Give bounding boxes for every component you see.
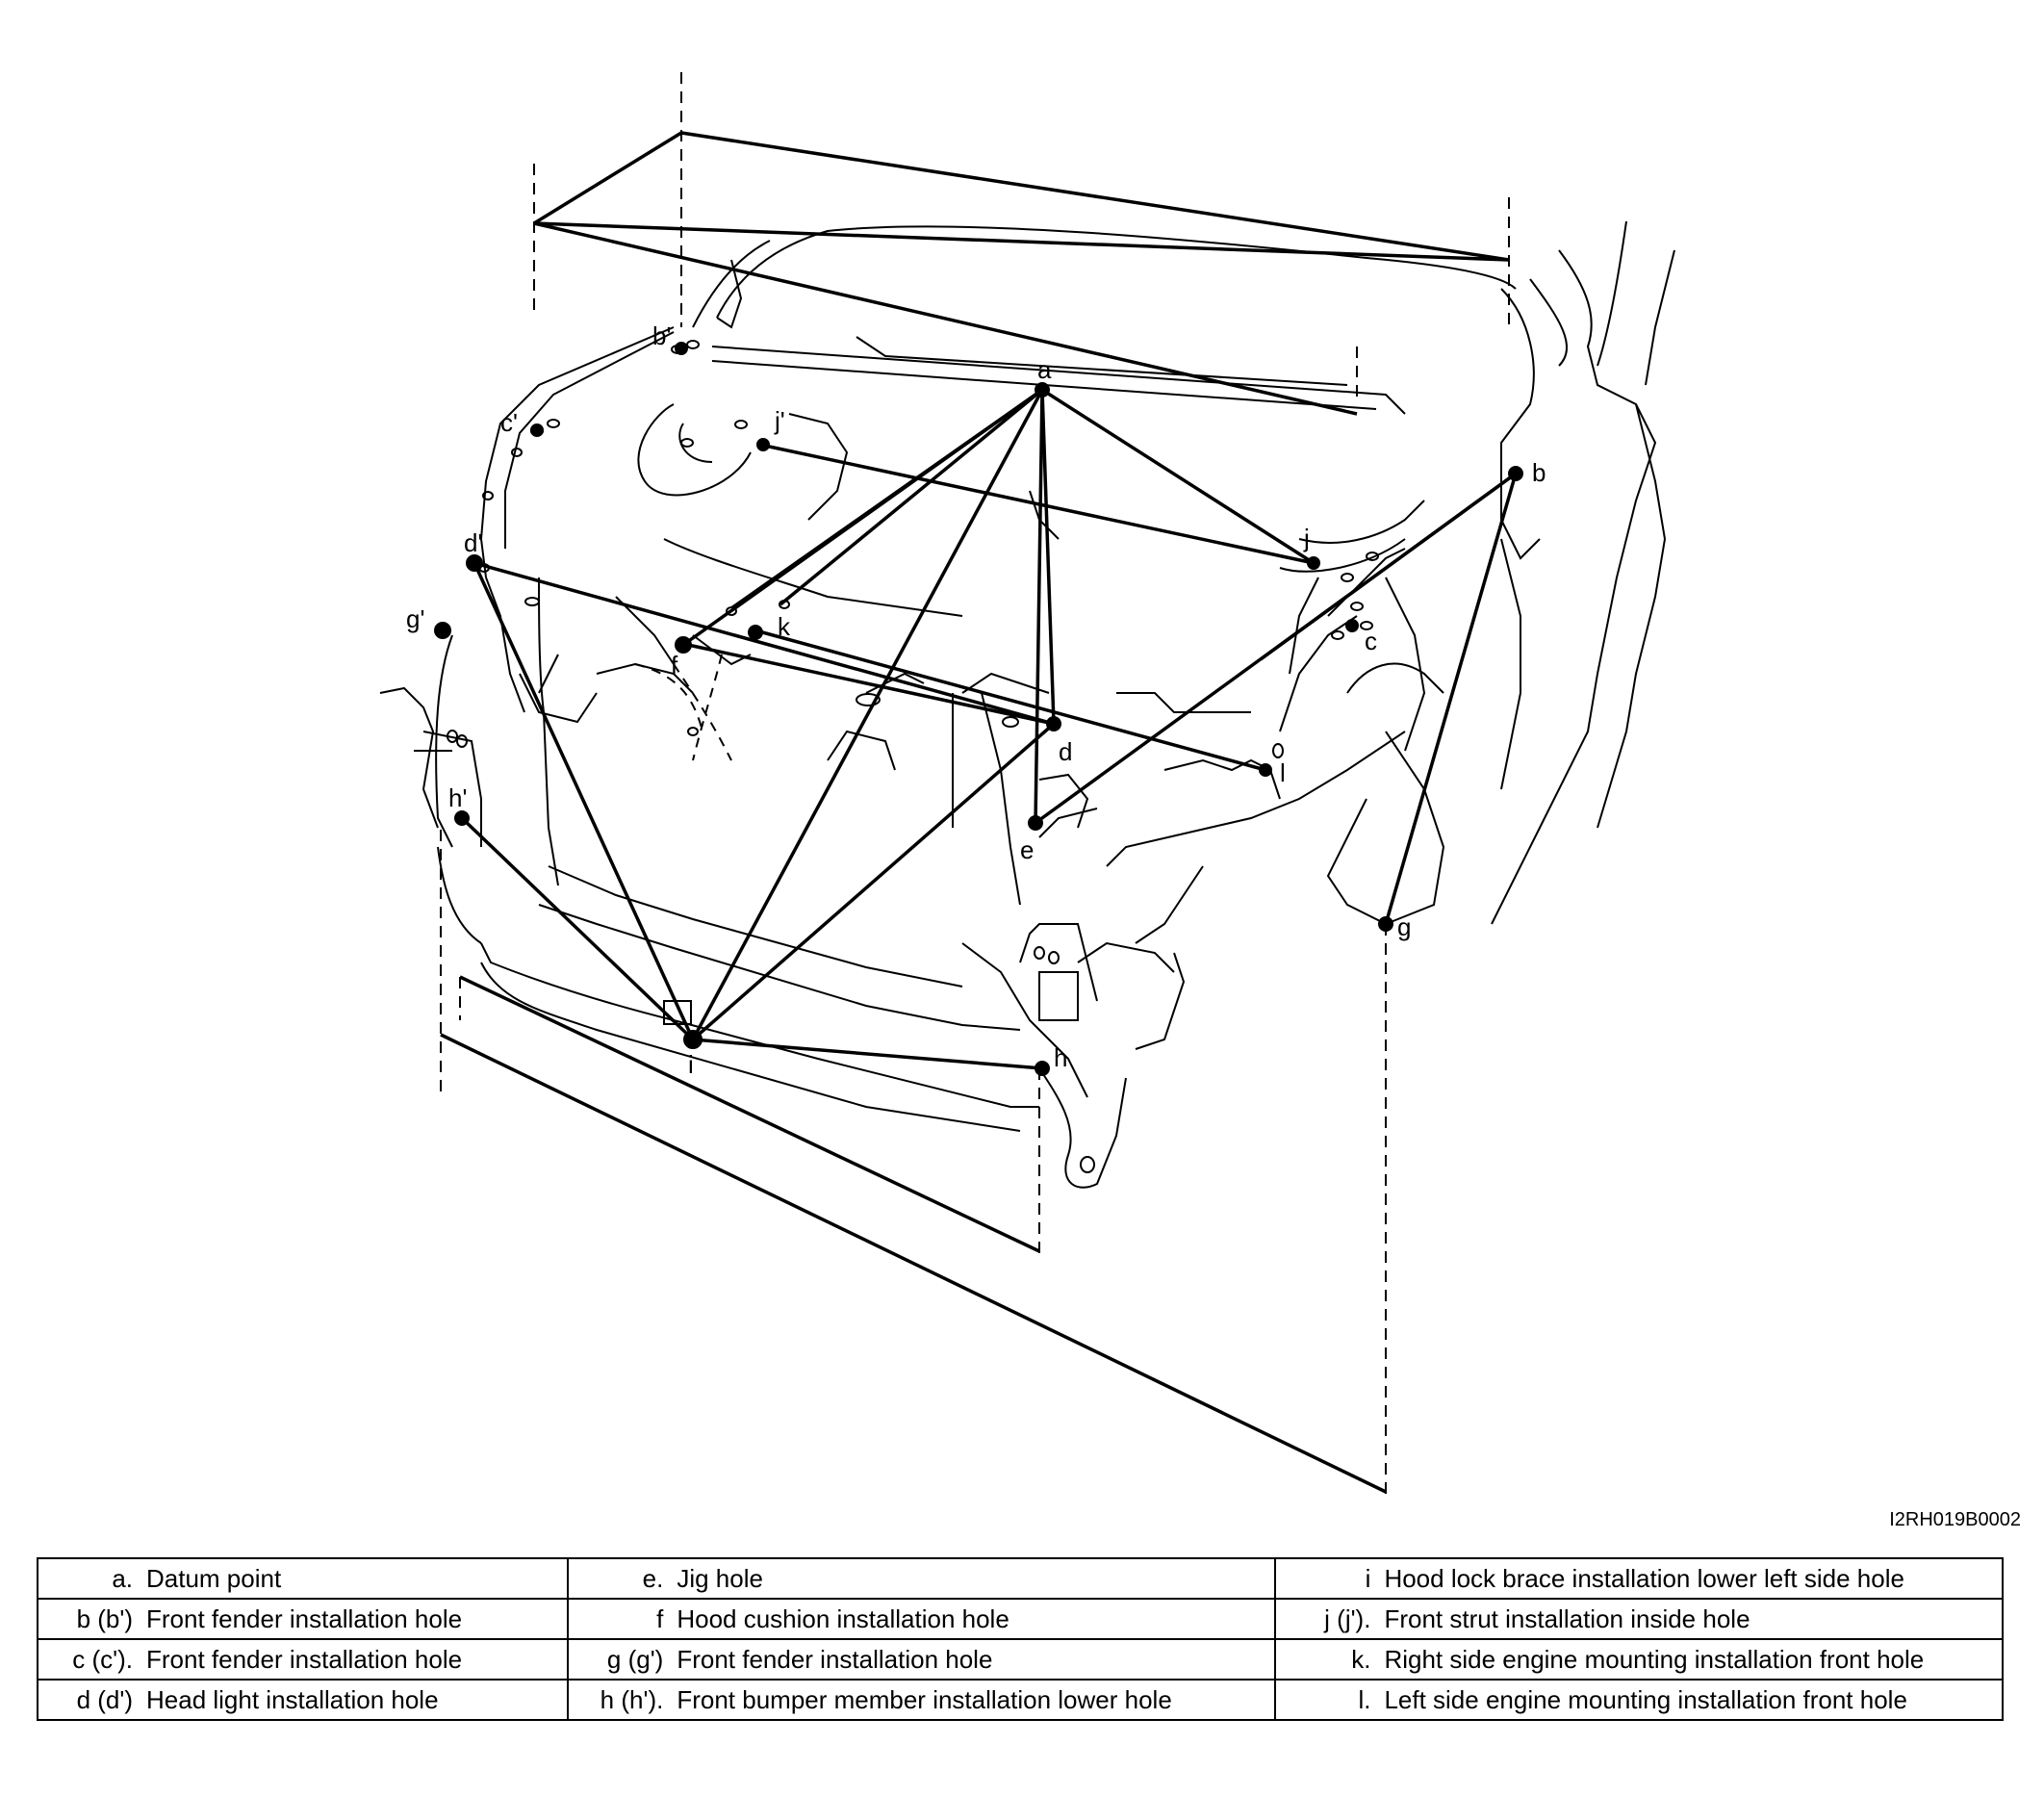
legend-key: k. [1351, 1644, 1371, 1674]
legend-description: Front strut installation inside hole [1384, 1604, 1750, 1633]
figure-id: I2RH019B0002 [1889, 1509, 2021, 1530]
label-k: k [778, 612, 791, 641]
reference-lines [440, 72, 1510, 1501]
legend-key: j (j'). [1324, 1604, 1371, 1633]
label-a: a [1037, 355, 1052, 384]
label-e: e [1020, 835, 1034, 864]
datum-frame [440, 131, 1510, 1494]
body-dimension-diagram: a b b' c c' d d' e f g g' h h' i j j' k … [379, 72, 1675, 1501]
legend-cell: i Hood lock brace installation lower left… [1274, 1557, 2004, 1600]
label-d: d [1059, 737, 1072, 766]
legend-cell: e. Jig hole [567, 1557, 1277, 1600]
measurement-lines [460, 388, 1518, 1070]
legend-row: a. Datum point e. Jig hole i Hood lock brace … [36, 1557, 2004, 1600]
legend-cell: c (c'). Front fender installation hole [36, 1638, 570, 1681]
legend-description: Front fender installation hole [146, 1644, 463, 1674]
label-j: j [1303, 524, 1310, 552]
label-b: b [1532, 458, 1546, 487]
legend-key: e. [642, 1563, 664, 1593]
legend-cell: b (b') Front fender installation hole [36, 1598, 570, 1640]
legend-description: Front fender installation hole [146, 1604, 463, 1633]
legend-description: Hood lock brace installation lower left … [1384, 1563, 1904, 1593]
label-c-prime: c' [500, 408, 518, 437]
legend-key: c (c'). [72, 1644, 133, 1674]
legend-key: h (h'). [600, 1684, 664, 1714]
legend-description: Datum point [146, 1563, 282, 1593]
label-i: i [688, 1050, 694, 1079]
datum-markers [434, 342, 1523, 1076]
legend-key: f [656, 1604, 664, 1633]
legend-description: Head light installation hole [146, 1684, 439, 1714]
legend-description: Front fender installation hole [677, 1644, 993, 1674]
legend-key: g (g') [606, 1644, 664, 1674]
point-labels: a b b' c c' d d' e f g g' h h' i j j' k … [406, 321, 1546, 1079]
legend-cell: j (j'). Front strut installation inside h… [1274, 1598, 2004, 1640]
legend-cell: g (g') Front fender installation hole [567, 1638, 1277, 1681]
legend-description: Left side engine mounting installation f… [1384, 1684, 1907, 1714]
legend-body: a. Datum point e. Jig hole i Hood lock brace … [36, 1557, 2004, 1721]
legend-description: Right side engine mounting installation … [1384, 1644, 1925, 1674]
label-d-prime: d' [464, 528, 482, 557]
label-g: g [1397, 912, 1411, 941]
legend-row: b (b') Front fender installation hole f Hoo… [36, 1598, 2004, 1640]
legend-row: d (d') Head light installation hole h (h')… [36, 1679, 2004, 1721]
label-h-prime: h' [448, 783, 467, 812]
label-c: c [1365, 627, 1377, 655]
legend-key: i [1365, 1563, 1371, 1593]
legend-description: Jig hole [677, 1563, 763, 1593]
legend-description: Front bumper member installation lower h… [677, 1684, 1172, 1714]
legend-cell: f Hood cushion installation hole [567, 1598, 1277, 1640]
legend-cell: h (h'). Front bumper member installation … [567, 1679, 1277, 1721]
legend-cell: a. Datum point [36, 1557, 570, 1600]
legend-key: d (d') [76, 1684, 133, 1714]
legend-cell: k. Right side engine mounting installatio… [1274, 1638, 2004, 1681]
body-holes [447, 340, 1379, 1173]
legend-key: b (b') [76, 1604, 133, 1633]
legend-key: l. [1358, 1684, 1371, 1714]
label-b-prime: b' [652, 321, 671, 350]
label-g-prime: g' [406, 604, 424, 633]
label-j-prime: j' [774, 406, 785, 435]
legend-cell: l. Left side engine mounting installation… [1274, 1679, 2004, 1721]
label-l: l [1280, 758, 1286, 787]
legend-description: Hood cushion installation hole [677, 1604, 1009, 1633]
legend-key: a. [112, 1563, 133, 1593]
legend-table: a. Datum point e. Jig hole i Hood lock brace … [36, 1557, 2004, 1721]
label-f: f [671, 651, 678, 680]
label-h: h [1054, 1043, 1067, 1072]
legend-cell: d (d') Head light installation hole [36, 1679, 570, 1721]
